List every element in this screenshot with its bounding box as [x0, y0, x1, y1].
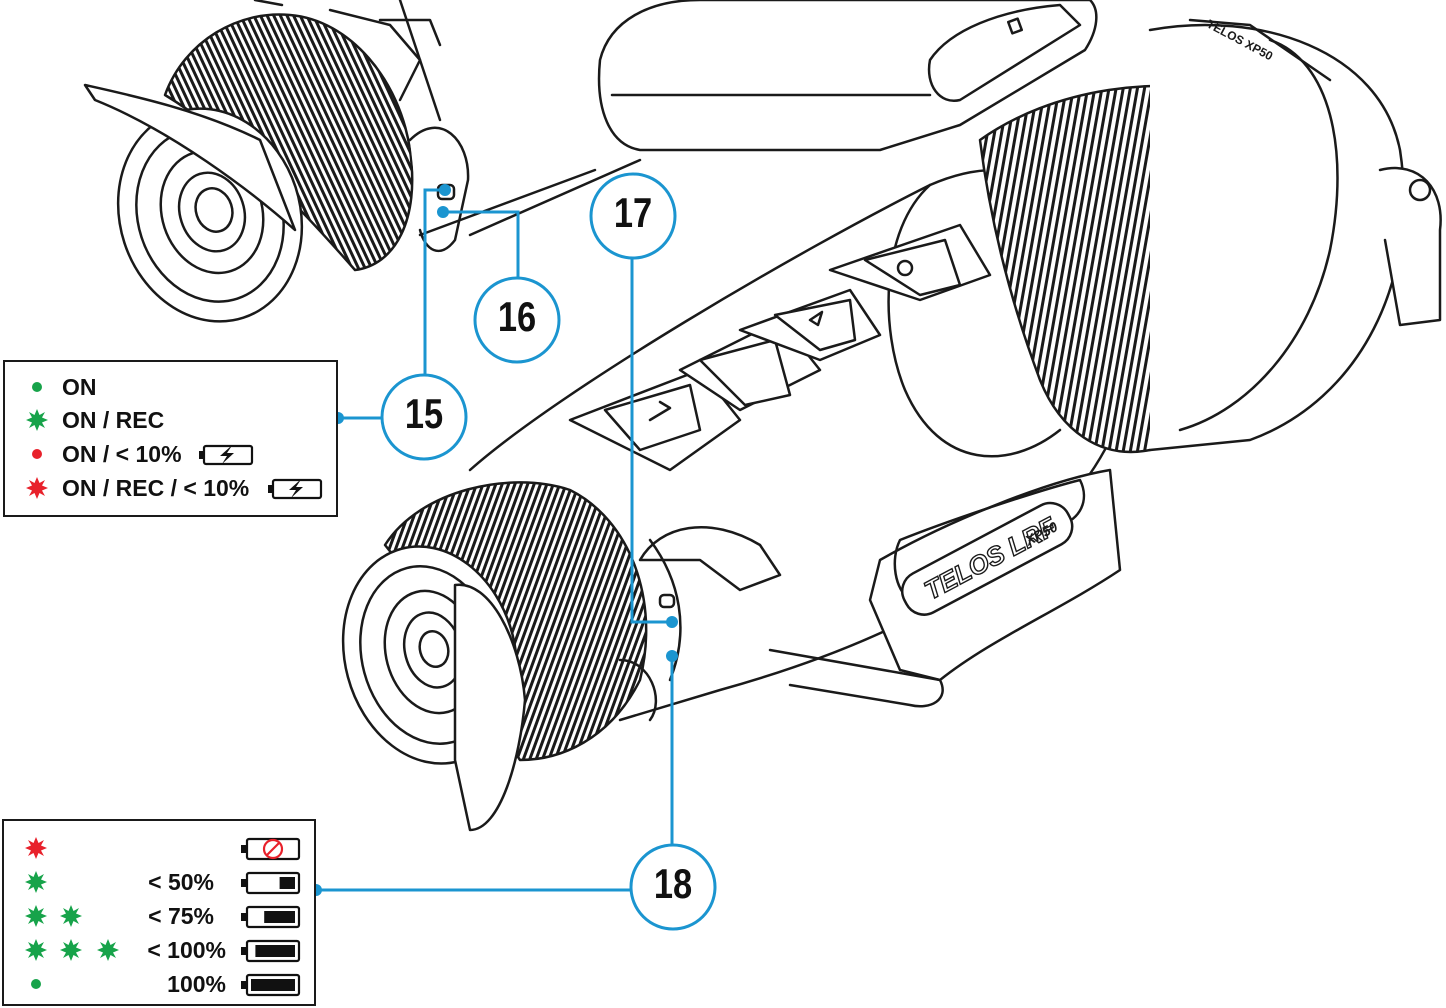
battery-icon — [241, 871, 301, 895]
battery-icon — [241, 973, 301, 997]
model-badge — [901, 501, 1074, 616]
front-eyepiece-drawing — [341, 481, 782, 832]
battery-icon — [241, 939, 301, 963]
callout-circle-17 — [589, 172, 677, 260]
battery-charging-icon — [199, 444, 254, 466]
green-led-blinking-icon — [25, 871, 47, 893]
red-led-steady-icon — [32, 449, 42, 459]
battery-row-label: < 50% — [148, 869, 214, 895]
callout-number-18: 18 — [653, 860, 693, 907]
green-led-steady-icon — [32, 382, 42, 392]
green-led-blinking-icon — [25, 939, 47, 961]
battery-row-label: 100% — [167, 971, 226, 997]
red-led-blinking-icon — [25, 837, 47, 859]
green-led-blinking-icon — [26, 409, 48, 431]
legend-row-on: ON — [5, 372, 336, 402]
callout-number-17: 17 — [613, 189, 653, 236]
legend-row-label: ON / REC — [62, 407, 165, 433]
top-handle-drawing — [597, 0, 1098, 152]
legend-row-label: ON — [62, 374, 97, 400]
led-status-legend: ON ON / REC ON / < 10% ON / REC / < 10% — [3, 360, 338, 517]
green-led-blinking-icon — [25, 905, 47, 927]
legend-row-on-rec-low: ON / REC / < 10% — [5, 473, 336, 503]
rear-eyepiece-drawing — [83, 0, 470, 323]
callout-leaders — [316, 188, 674, 892]
legend-row-label: ON / REC / < 10% — [62, 475, 250, 501]
battery-row-full: 100% — [4, 969, 314, 999]
battery-row-100-partial: < 100% — [4, 935, 314, 965]
battery-row-75: < 75% — [4, 901, 314, 931]
leader-15 — [423, 188, 445, 375]
callout-number-15: 15 — [404, 390, 444, 437]
leader-16 — [443, 210, 520, 278]
battery-icon — [241, 905, 301, 929]
red-led-blinking-icon — [26, 477, 48, 499]
battery-row-label: < 75% — [148, 903, 214, 929]
battery-empty-icon — [241, 837, 301, 861]
green-led-blinking-icon — [60, 939, 82, 961]
leader-17 — [630, 258, 672, 624]
battery-row-label: < 100% — [147, 937, 226, 963]
battery-row-50: < 50% — [4, 867, 314, 897]
green-led-blinking-icon — [60, 905, 82, 927]
legend-row-on-low: ON / < 10% — [5, 439, 336, 469]
legend-row-on-rec: ON / REC — [5, 405, 336, 435]
battery-charging-icon — [268, 478, 323, 500]
legend-row-label: ON / < 10% — [62, 441, 182, 467]
callout-circle-15 — [380, 373, 468, 461]
battery-level-legend: < 50% < 75% < 100% 100% — [2, 819, 316, 1006]
callout-number-16: 16 — [497, 293, 537, 340]
green-led-steady-icon — [31, 979, 41, 989]
callout-circle-18 — [629, 843, 717, 931]
battery-row-empty — [4, 833, 314, 863]
green-led-blinking-icon — [97, 939, 119, 961]
callout-circle-16 — [473, 276, 561, 364]
